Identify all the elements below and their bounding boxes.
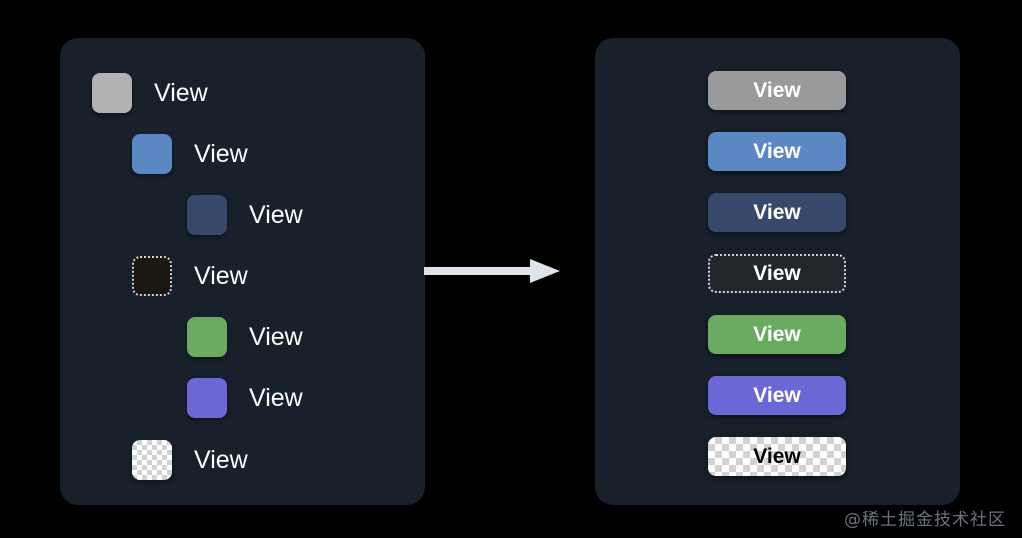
view-button-label: View — [753, 200, 801, 224]
tree-row[interactable]: View — [132, 253, 248, 299]
tree-row-label: View — [194, 445, 248, 474]
tree-row[interactable]: View — [187, 375, 303, 421]
view-button[interactable]: View — [708, 437, 846, 476]
tree-row[interactable]: View — [187, 314, 303, 360]
view-button[interactable]: View — [708, 71, 846, 110]
view-button-label: View — [753, 78, 801, 102]
view-button-label: View — [753, 322, 801, 346]
view-button-label: View — [753, 139, 801, 163]
view-swatch-gray-icon — [92, 73, 132, 113]
tree-row[interactable]: View — [187, 192, 303, 238]
view-swatch-blue-icon — [132, 134, 172, 174]
transform-arrow — [424, 258, 560, 284]
tree-row-label: View — [194, 261, 248, 290]
tree-row-label: View — [194, 139, 248, 168]
tree-row-label: View — [249, 322, 303, 351]
view-button[interactable]: View — [708, 193, 846, 232]
tree-row-label: View — [154, 78, 208, 107]
tree-row[interactable]: View — [132, 437, 248, 483]
tree-row[interactable]: View — [92, 70, 208, 116]
tree-row-label: View — [249, 200, 303, 229]
view-button-label: View — [753, 444, 801, 468]
view-swatch-green-icon — [187, 317, 227, 357]
view-button[interactable]: View — [708, 376, 846, 415]
view-swatch-purple-icon — [187, 378, 227, 418]
view-button[interactable]: View — [708, 254, 846, 293]
view-button[interactable]: View — [708, 315, 846, 354]
view-button[interactable]: View — [708, 132, 846, 171]
tree-row[interactable]: View — [132, 131, 248, 177]
view-swatch-transparent-icon — [132, 440, 172, 480]
view-button-label: View — [753, 261, 801, 285]
watermark: @稀土掘金技术社区 — [844, 510, 1006, 530]
tree-row-label: View — [249, 383, 303, 412]
view-swatch-navy-icon — [187, 195, 227, 235]
view-button-label: View — [753, 383, 801, 407]
view-swatch-dashed-icon — [132, 256, 172, 296]
